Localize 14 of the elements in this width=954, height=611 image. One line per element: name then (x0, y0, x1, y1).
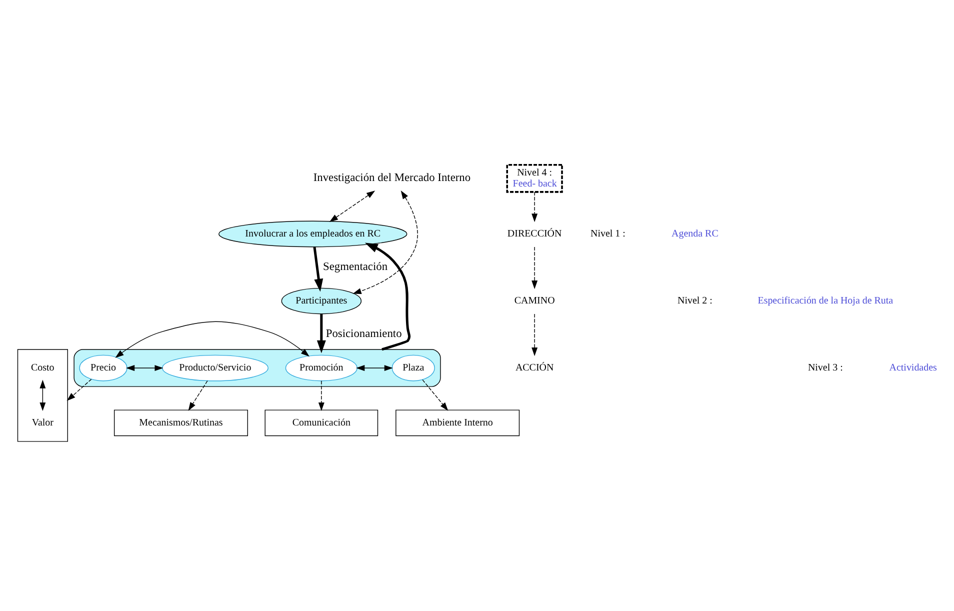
node-text: Investigación del Mercado Interno (313, 172, 471, 184)
node-text: ACCIÓN (515, 362, 554, 374)
label: Actividades (889, 362, 937, 374)
label: Nivel 1 : (590, 228, 626, 240)
label: Especificación de la Hoja de Ruta (758, 295, 894, 306)
edge-label: Segmentación (323, 260, 388, 273)
node-text: DIRECCIÓN (507, 228, 562, 240)
node-text: CAMINO (514, 295, 555, 306)
label: Agenda RC (672, 228, 718, 240)
node-text: Valor (32, 417, 54, 428)
label: Nivel 2 : (678, 295, 712, 306)
node-text: Costo (31, 362, 54, 374)
label: Nivel 3 : (808, 362, 843, 374)
edge-label: Posicionamiento (326, 328, 402, 340)
